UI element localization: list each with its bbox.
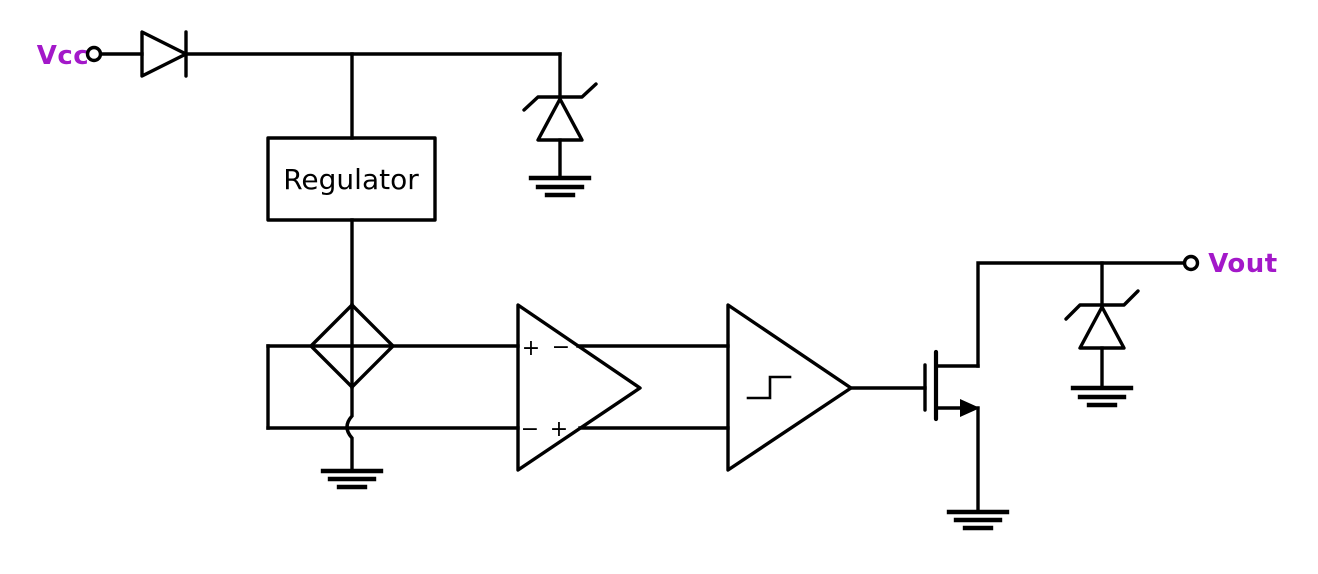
diff-amp-sign-out-bottom: + <box>550 417 568 442</box>
input-diode <box>140 30 188 78</box>
zener-anode-triangle <box>536 97 584 142</box>
diff-amplifier: + − − + <box>516 303 642 472</box>
nmos-source-arrow <box>960 399 980 417</box>
ground-symbol-input-zener <box>528 175 592 198</box>
regulator-box <box>266 136 437 222</box>
ground-symbol-nmos <box>946 509 1010 531</box>
schmitt-comparator <box>726 303 853 472</box>
wire <box>976 261 1186 368</box>
zener-anode-triangle <box>1078 305 1126 350</box>
regulator-block: Regulator <box>266 136 437 222</box>
ground-symbol-diamond <box>320 468 384 490</box>
current-source-diamond <box>309 303 395 389</box>
vout-terminal <box>1182 254 1200 272</box>
wires <box>99 52 1186 513</box>
output-zener-diode <box>1064 289 1140 350</box>
ground-symbol-output-zener <box>1070 385 1134 408</box>
regulator-label: Regulator <box>283 163 419 196</box>
wire-hop <box>345 385 354 471</box>
vcc-terminal <box>85 45 103 63</box>
nmos-transistor <box>923 349 980 422</box>
diff-amp-triangle <box>516 303 642 472</box>
diff-amp-sign-out-top: − <box>552 335 570 360</box>
hysteresis-icon <box>746 375 792 400</box>
diff-amp-sign-in-top: + <box>522 336 540 361</box>
vcc-label: Vcc <box>37 41 89 71</box>
diode-anode-triangle <box>140 30 188 78</box>
diff-amp-sign-in-bottom: − <box>521 417 539 442</box>
comparator-triangle <box>726 303 853 472</box>
vout-label: Vout <box>1208 249 1278 279</box>
input-zener-diode <box>522 82 598 142</box>
zener-cathode-bar <box>522 82 598 112</box>
zener-cathode-bar <box>1064 289 1140 321</box>
